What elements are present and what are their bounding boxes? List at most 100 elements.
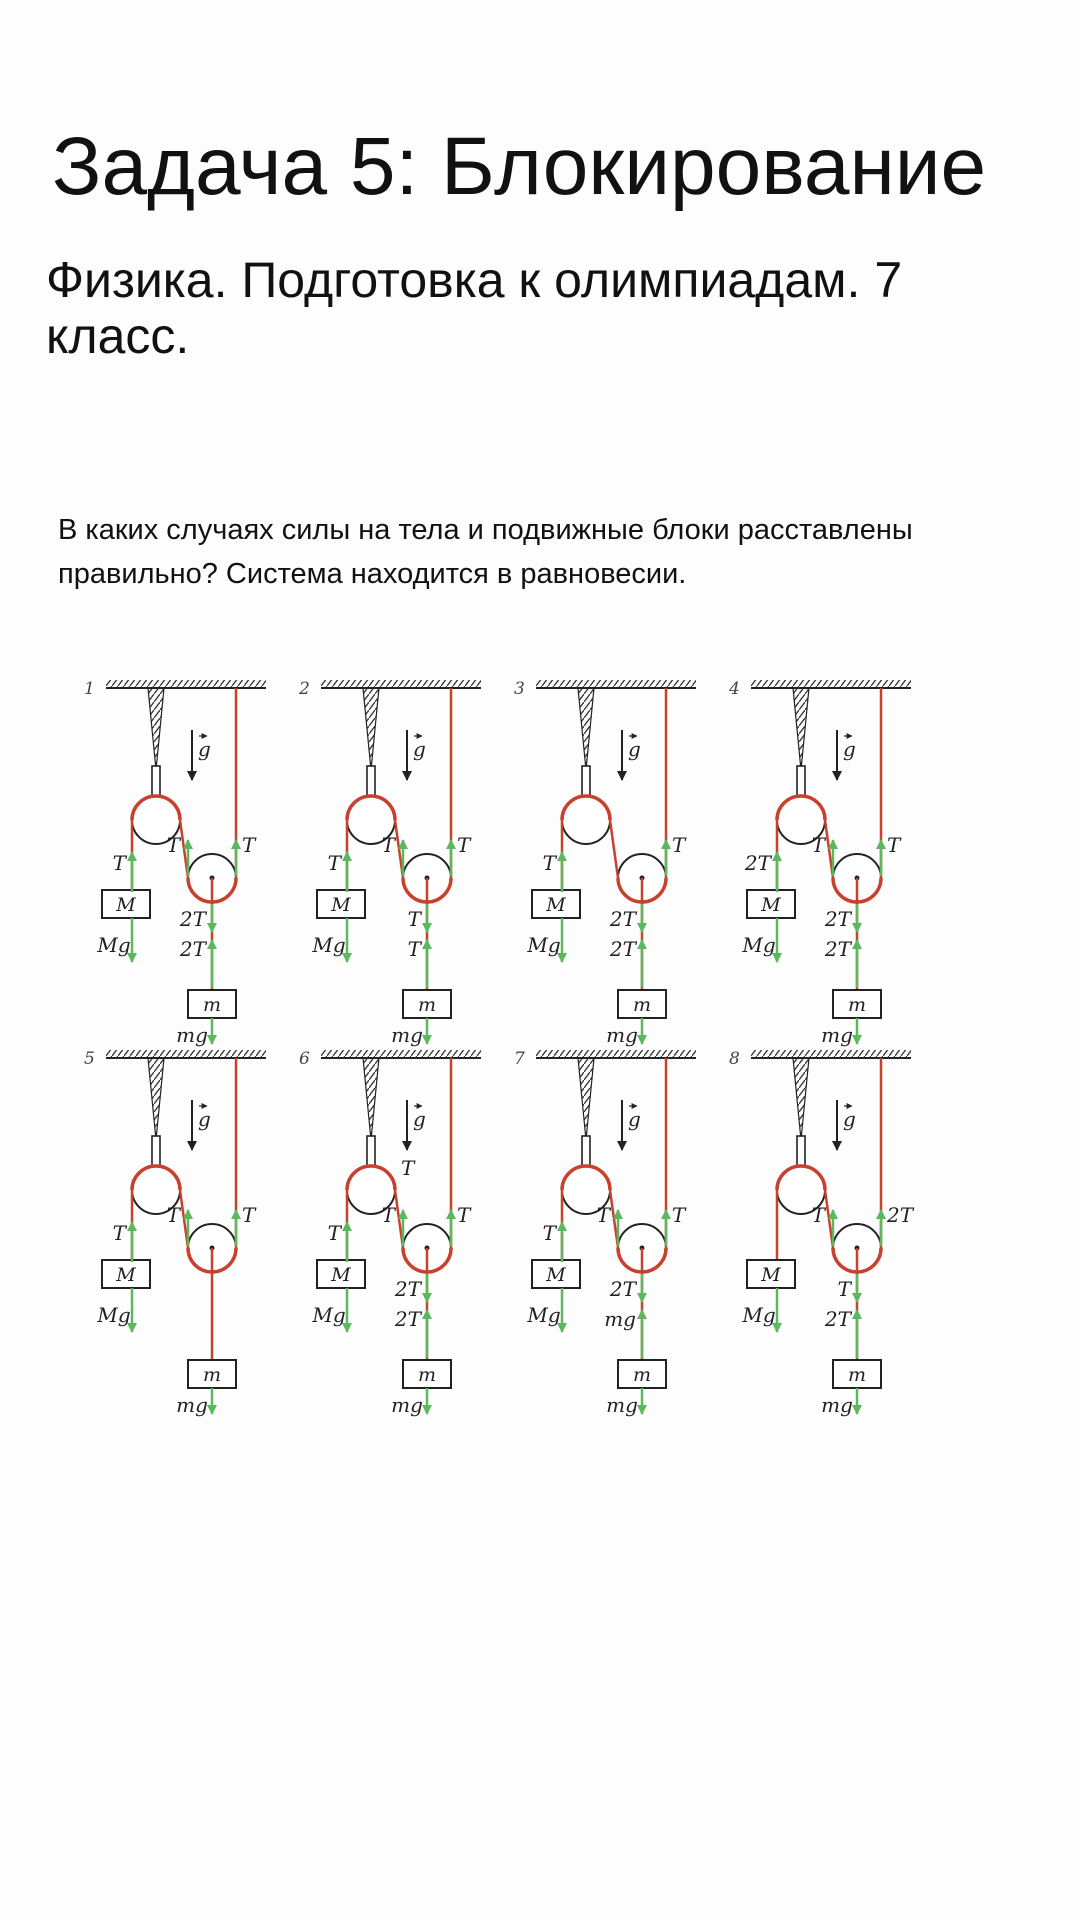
pulley-down-label: 2T (394, 1277, 423, 1301)
panel-number: 1 (84, 679, 95, 699)
left-tension-label: T (328, 1221, 343, 1245)
small-weight-label: mg (391, 1393, 423, 1417)
pulley-down-label: 2T (179, 907, 208, 931)
small-mass-block (187, 989, 237, 1019)
small-mass-label: m (633, 994, 651, 1016)
pulley-down-label: T (408, 907, 423, 931)
big-weight-label: Mg (741, 1303, 775, 1327)
rope-over-fixed-pulley (345, 794, 397, 821)
big-mass-block (746, 1259, 796, 1289)
big-mass-label: M (545, 894, 566, 916)
small-weight-label: mg (821, 1023, 853, 1047)
left-tension-label: T (113, 851, 128, 875)
big-mass-block (531, 889, 581, 919)
left-tension-label: T (113, 1221, 128, 1245)
small-weight-label: mg (606, 1023, 638, 1047)
mass-up-label: mg (604, 1307, 636, 1331)
support-wedge (362, 687, 380, 771)
right-tension-label: T (242, 1203, 257, 1227)
ceiling-hatch (751, 1050, 911, 1058)
left-tension-label: T (328, 851, 343, 875)
inner-tension-label: T (382, 1203, 397, 1227)
ceiling-hatch (536, 680, 696, 688)
big-weight-label: Mg (311, 1303, 345, 1327)
big-mass-label: M (115, 894, 136, 916)
rope-over-fixed-pulley (130, 794, 182, 821)
rope-inner (178, 819, 190, 879)
left-tension-label: T (543, 1221, 558, 1245)
big-weight-label: Mg (96, 933, 130, 957)
right-tension-label: T (457, 1203, 472, 1227)
small-mass-label: m (848, 994, 866, 1016)
gravity-label: g (198, 737, 211, 761)
inner-tension-label: T (812, 1203, 827, 1227)
big-weight-label: Mg (526, 933, 560, 957)
ceiling-hatch (751, 680, 911, 688)
gravity-label: g (628, 737, 641, 761)
problem-question: В каких случаях силы на тела и подвижные… (58, 514, 913, 590)
support-wedge (362, 1057, 380, 1141)
page-subtitle: Физика. Подготовка к олимпиадам. 7 класс… (46, 252, 903, 364)
inner-tension-label: T (597, 1203, 612, 1227)
small-mass-label: m (848, 1364, 866, 1386)
ceiling-hatch (106, 680, 266, 688)
inner-tension-label: T (167, 1203, 182, 1227)
support-wedge (577, 1057, 595, 1141)
big-weight-label: Mg (741, 933, 775, 957)
gravity-label: g (198, 1107, 211, 1131)
big-mass-label: M (760, 1264, 781, 1286)
big-mass-label: M (760, 894, 781, 916)
small-mass-label: m (203, 994, 221, 1016)
left-tension-label: T (543, 851, 558, 875)
gravity-label: g (628, 1107, 641, 1131)
ceiling-hatch (321, 1050, 481, 1058)
mass-up-label: 2T (824, 1307, 853, 1331)
mass-up-label: 2T (609, 937, 638, 961)
small-mass-label: m (418, 1364, 436, 1386)
small-weight-label: mg (391, 1023, 423, 1047)
rope-over-fixed-pulley (775, 1164, 827, 1191)
support-wedge (577, 687, 595, 771)
right-tension-label: T (242, 833, 257, 857)
page-title: Задача 5: Блокирование (52, 121, 987, 212)
big-weight-label: Mg (526, 1303, 560, 1327)
rope-inner (823, 1189, 835, 1249)
big-mass-block (746, 889, 796, 919)
small-weight-label: mg (821, 1393, 853, 1417)
mass-up-label: 2T (394, 1307, 423, 1331)
panel-number: 5 (84, 1049, 95, 1069)
ceiling-hatch (106, 1050, 266, 1058)
big-mass-label: M (330, 894, 351, 916)
gravity-label: g (843, 1107, 856, 1131)
inner-tension-label: T (382, 833, 397, 857)
rope-inner (608, 1189, 620, 1249)
left-tension-label: 2T (744, 851, 773, 875)
big-mass-label: M (545, 1264, 566, 1286)
big-mass-label: M (330, 1264, 351, 1286)
rope-over-fixed-pulley (560, 1164, 612, 1191)
right-tension-label: T (672, 833, 687, 857)
small-mass-label: m (203, 1364, 221, 1386)
panel-number: 7 (514, 1049, 525, 1069)
big-mass-block (316, 1259, 366, 1289)
rope-inner (393, 1189, 405, 1249)
small-mass-block (617, 1359, 667, 1389)
gravity-label: g (413, 737, 426, 761)
panel-number: 2 (298, 679, 310, 699)
big-mass-block (101, 1259, 151, 1289)
pulley-down-label: 2T (609, 1277, 638, 1301)
big-mass-block (316, 889, 366, 919)
gravity-label: g (843, 737, 856, 761)
upper-pulley-label: T (401, 1156, 416, 1180)
big-weight-label: Mg (96, 1303, 130, 1327)
pulley-down-label: T (838, 1277, 853, 1301)
ceiling-hatch (321, 680, 481, 688)
